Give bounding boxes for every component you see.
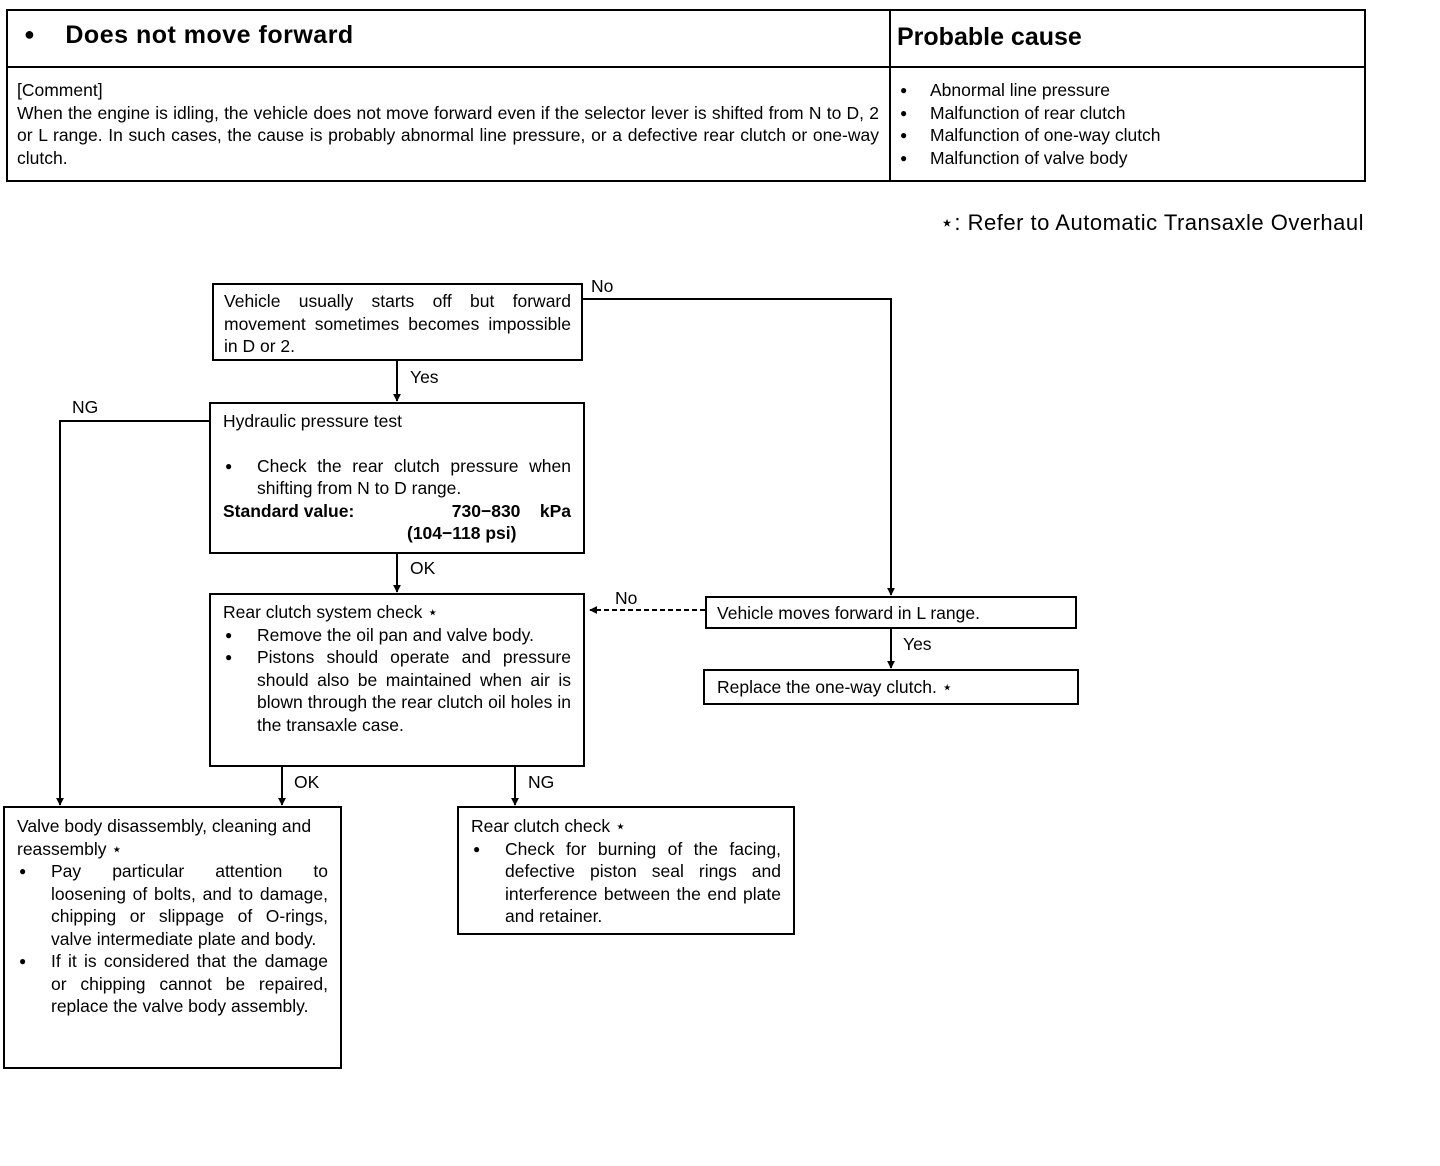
probable-cause-title: Probable cause: [897, 23, 1082, 51]
label-ok-1: OK: [410, 558, 436, 578]
reference-note: ⋆: Refer to Automatic Transaxle Overhaul: [940, 210, 1364, 235]
replace-one-way-clutch-box: Replace the one-way clutch. ⋆: [703, 669, 1079, 705]
rear-clutch-system-title: Rear clutch system check ⋆: [223, 602, 439, 622]
standard-value-label: Standard value:: [223, 500, 355, 521]
valve-body-bullet: Pay particular attention to loosening of…: [17, 860, 328, 950]
l-range-text: Vehicle moves forward in L range.: [717, 603, 980, 623]
comment-text: When the engine is idling, the vehicle d…: [17, 102, 879, 168]
arrow-start-to-l-range: [582, 298, 895, 596]
start-question-box: Vehicle usually starts off but forward m…: [212, 283, 583, 361]
symptom-title: ● Does not move forward: [24, 21, 354, 50]
table-divider-vertical: [889, 11, 891, 180]
standard-value-kpa: 730−830 kPa: [451, 500, 571, 521]
cause-item: Malfunction of rear clutch: [898, 102, 1338, 125]
arrow-hydraulic-to-valve-body: [56, 420, 210, 806]
label-no-mid: No: [615, 588, 638, 608]
l-range-box: Vehicle moves forward in L range.: [705, 596, 1077, 629]
table-divider-horizontal: [8, 66, 1364, 68]
cause-item: Malfunction of valve body: [898, 147, 1338, 170]
hydraulic-test-box: Hydraulic pressure test Check the rear c…: [209, 402, 585, 554]
hydraulic-test-title: Hydraulic pressure test: [223, 411, 402, 431]
rear-clutch-system-bullet: Remove the oil pan and valve body.: [223, 624, 571, 647]
replace-one-way-clutch-text: Replace the one-way clutch. ⋆: [717, 677, 953, 697]
rear-clutch-system-bullet: Pistons should operate and pressure shou…: [223, 646, 571, 736]
label-ng-left: NG: [72, 397, 99, 417]
rear-clutch-system-box: Rear clutch system check ⋆ Remove the oi…: [209, 593, 585, 767]
comment-label: [Comment]: [17, 80, 103, 100]
rear-clutch-check-bullet: Check for burning of the facing, defecti…: [471, 838, 781, 928]
valve-body-box: Valve body disassembly, cleaning and rea…: [3, 806, 342, 1069]
hydraulic-test-bullet: Check the rear clutch pressure when shif…: [223, 455, 571, 500]
comment-block: [Comment] When the engine is idling, the…: [17, 79, 879, 169]
label-ng-2: NG: [528, 772, 555, 792]
start-question-text: Vehicle usually starts off but forward m…: [224, 291, 571, 356]
standard-value-psi: (104−118 psi): [407, 523, 517, 543]
label-yes-1: Yes: [410, 367, 439, 387]
rear-clutch-check-title: Rear clutch check ⋆: [471, 816, 626, 836]
label-no-top: No: [591, 276, 614, 296]
label-ok-2: OK: [294, 772, 320, 792]
cause-item: Abnormal line pressure: [898, 79, 1338, 102]
label-yes-2: Yes: [903, 634, 932, 654]
cause-item: Malfunction of one-way clutch: [898, 124, 1338, 147]
valve-body-title: Valve body disassembly, cleaning and rea…: [17, 816, 312, 859]
probable-cause-list: Abnormal line pressure Malfunction of re…: [898, 79, 1338, 169]
valve-body-bullet: If it is considered that the damage or c…: [17, 950, 328, 1018]
rear-clutch-check-box: Rear clutch check ⋆ Check for burning of…: [457, 806, 795, 935]
bullet-icon: ●: [24, 24, 36, 44]
standard-value-row: Standard value: 730−830 kPa: [223, 500, 571, 523]
header-table: ● Does not move forward Probable cause [C…: [6, 9, 1366, 182]
symptom-title-text: Does not move forward: [65, 21, 354, 49]
